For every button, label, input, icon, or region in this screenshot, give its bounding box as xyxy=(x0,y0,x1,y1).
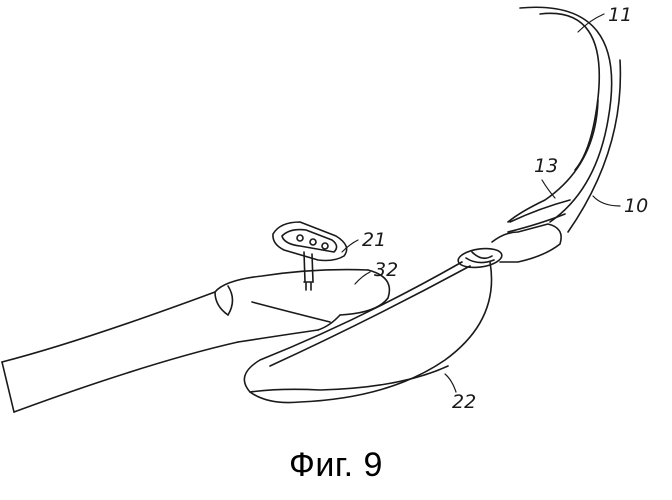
label-11: 11 xyxy=(608,4,632,26)
figure-caption: Фиг. 9 xyxy=(0,446,672,485)
label-13: 13 xyxy=(534,155,558,177)
leader-22 xyxy=(445,374,456,392)
label-10: 10 xyxy=(624,195,648,217)
needle-11 xyxy=(508,7,620,232)
leader-32 xyxy=(355,272,370,284)
connector xyxy=(457,224,561,270)
leader-10 xyxy=(593,196,620,206)
leader-lines xyxy=(342,14,620,392)
label-21: 21 xyxy=(362,229,386,251)
suture-22 xyxy=(244,262,491,403)
cap-21 xyxy=(273,222,347,290)
leader-21 xyxy=(342,240,358,252)
label-32: 32 xyxy=(374,259,398,281)
shaft xyxy=(2,292,318,412)
leader-13 xyxy=(542,180,555,198)
label-22: 22 xyxy=(452,391,476,413)
